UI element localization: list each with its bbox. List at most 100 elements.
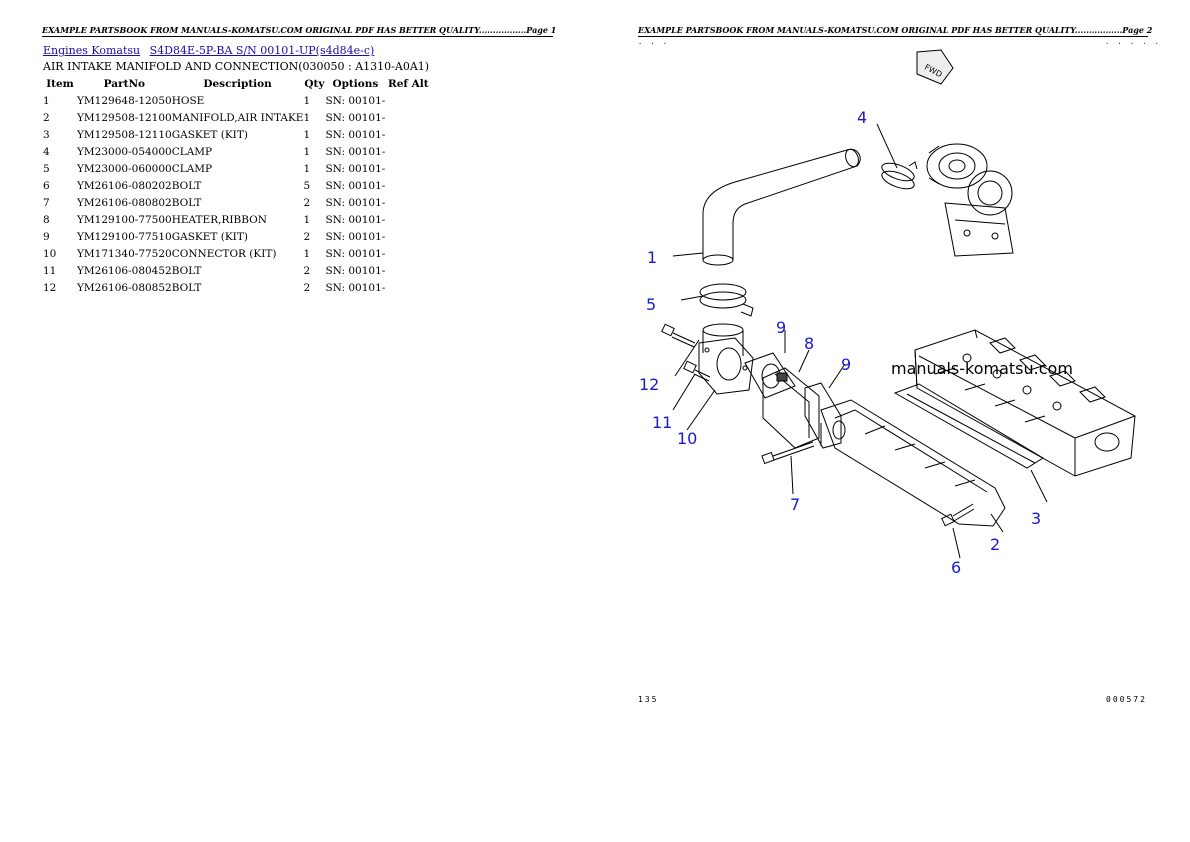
quantity: 1 bbox=[303, 146, 311, 158]
quantity: 1 bbox=[303, 129, 311, 141]
part-number: YM26106-080202 bbox=[77, 180, 172, 192]
item-number: 4 bbox=[43, 146, 50, 158]
ref-alt bbox=[385, 127, 431, 144]
ref-alt bbox=[385, 161, 431, 178]
ref-alt bbox=[385, 93, 431, 110]
options: SN: 00101- bbox=[325, 214, 386, 226]
item-number: 11 bbox=[43, 265, 57, 277]
breadcrumb: Engines Komatsu S4D84E-5P-BA S/N 00101-U… bbox=[43, 44, 380, 58]
turbocharger-illustration bbox=[926, 143, 1014, 257]
corner-mark-right: · · · · · bbox=[1105, 40, 1161, 48]
watermark-text: manuals-komatsu.com bbox=[891, 359, 1073, 378]
bolt-11-illustration bbox=[683, 360, 711, 382]
part-number: YM129100-77500 bbox=[77, 214, 172, 226]
page-header: EXAMPLE PARTSBOOK FROM MANUALS-KOMATSU.C… bbox=[638, 25, 1153, 37]
footer-left-code: 135 bbox=[638, 695, 659, 704]
quantity: 2 bbox=[303, 265, 311, 277]
breadcrumb-link-model[interactable]: S4D84E-5P-BA S/N 00101-UP(s4d84e-c) bbox=[149, 44, 375, 57]
table-header-row: Item PartNo Description Qty Options Ref … bbox=[43, 76, 431, 93]
quantity: 5 bbox=[303, 180, 311, 192]
parts-table: Item PartNo Description Qty Options Ref … bbox=[43, 76, 431, 297]
ref-alt bbox=[385, 246, 431, 263]
ref-alt bbox=[385, 178, 431, 195]
fwd-arrow-icon: FWD bbox=[916, 49, 954, 85]
connector-illustration bbox=[698, 323, 754, 395]
item-number: 1 bbox=[43, 95, 50, 107]
bolt-6-illustration bbox=[941, 503, 975, 527]
part-number: YM26106-080452 bbox=[77, 265, 172, 277]
heater-ribbon-illustration bbox=[762, 367, 820, 449]
ref-alt bbox=[385, 280, 431, 297]
callout-8: 8 bbox=[804, 334, 814, 353]
callout-4: 4 bbox=[857, 108, 867, 127]
part-number: YM26106-080802 bbox=[77, 197, 172, 209]
options: SN: 00101- bbox=[325, 265, 386, 277]
part-number: YM129100-77510 bbox=[77, 231, 172, 243]
callout-1: 1 bbox=[647, 248, 657, 267]
leader-lines bbox=[672, 123, 1048, 559]
corner-mark-left: · · · bbox=[638, 40, 670, 48]
options: SN: 00101- bbox=[325, 248, 386, 260]
page-header: EXAMPLE PARTSBOOK FROM MANUALS-KOMATSU.C… bbox=[42, 25, 557, 37]
exploded-parts-diagram: FWD bbox=[639, 49, 1136, 577]
part-description: BOLT bbox=[171, 265, 202, 277]
quantity: 2 bbox=[303, 197, 311, 209]
ref-alt bbox=[385, 110, 431, 127]
item-number: 12 bbox=[43, 282, 57, 294]
bolt-12-illustration bbox=[661, 323, 696, 348]
part-number: YM129648-12050 bbox=[77, 95, 172, 107]
callout-7: 7 bbox=[790, 495, 800, 514]
part-number: YM129508-12100 bbox=[77, 112, 172, 124]
quantity: 1 bbox=[303, 112, 311, 124]
col-header-options: Options bbox=[332, 78, 379, 90]
quantity: 1 bbox=[303, 214, 311, 226]
clamp-5-illustration bbox=[699, 283, 754, 317]
callout-2: 2 bbox=[990, 535, 1000, 554]
item-number: 2 bbox=[43, 112, 50, 124]
cylinder-head-illustration bbox=[914, 329, 1136, 477]
col-header-description: Description bbox=[203, 78, 272, 90]
quantity: 1 bbox=[303, 95, 311, 107]
item-number: 9 bbox=[43, 231, 50, 243]
part-description: CLAMP bbox=[171, 146, 213, 158]
part-description: BOLT bbox=[171, 282, 202, 294]
callout-11: 11 bbox=[652, 413, 672, 432]
options: SN: 00101- bbox=[325, 197, 386, 209]
part-number: YM23000-060000 bbox=[77, 163, 172, 175]
options: SN: 00101- bbox=[325, 282, 386, 294]
part-number: YM26106-080852 bbox=[77, 282, 172, 294]
col-header-partno: PartNo bbox=[103, 78, 146, 90]
col-header-qty: Qty bbox=[304, 78, 325, 90]
section-title: AIR INTAKE MANIFOLD AND CONNECTION(03005… bbox=[43, 60, 430, 73]
callout-12: 12 bbox=[639, 375, 659, 394]
part-number: YM23000-054000 bbox=[77, 146, 172, 158]
item-number: 3 bbox=[43, 129, 50, 141]
quantity: 1 bbox=[303, 163, 311, 175]
part-number: YM129508-12110 bbox=[77, 129, 172, 141]
footer-right-code: 000572 bbox=[1106, 695, 1147, 704]
options: SN: 00101- bbox=[325, 163, 386, 175]
col-header-item: Item bbox=[46, 78, 74, 90]
ref-alt bbox=[385, 212, 431, 229]
ref-alt bbox=[385, 144, 431, 161]
callout-9b: 9 bbox=[841, 355, 851, 374]
part-description: BOLT bbox=[171, 197, 202, 209]
quantity: 2 bbox=[303, 282, 311, 294]
breadcrumb-link-engines[interactable]: Engines Komatsu bbox=[43, 44, 141, 57]
hose-illustration bbox=[702, 148, 861, 266]
callout-6: 6 bbox=[951, 558, 961, 577]
manifold-gasket-illustration bbox=[893, 383, 1044, 469]
diagram-page: EXAMPLE PARTSBOOK FROM MANUALS-KOMATSU.C… bbox=[595, 0, 1190, 842]
quantity: 1 bbox=[303, 248, 311, 260]
ref-alt bbox=[385, 195, 431, 212]
part-description: GASKET (KIT) bbox=[171, 129, 248, 141]
